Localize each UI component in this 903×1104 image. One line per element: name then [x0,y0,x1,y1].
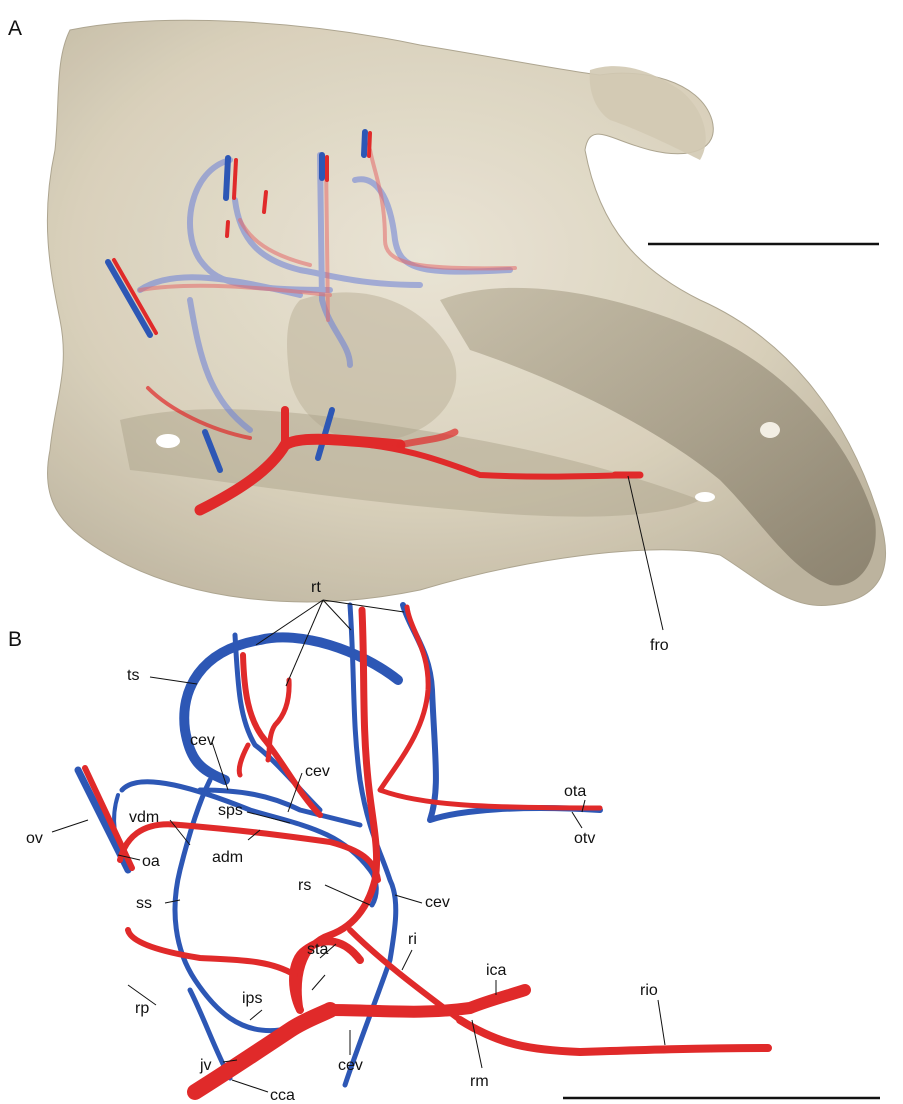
label-jv: jv [199,1057,212,1074]
label-vdm: vdm [129,809,159,826]
label-ov: ov [26,830,43,847]
label-cev-1: cev [190,732,215,749]
label-rp: rp [135,1000,149,1017]
label-sps: sps [218,802,243,819]
label-cev-3: cev [425,894,450,911]
label-ss: ss [136,895,152,912]
panel-letter-a: A [8,17,22,40]
foramen-1 [156,434,180,448]
artery-ota [380,607,600,808]
label-rt: rt [311,579,321,596]
label-adm: adm [212,849,243,866]
label-cev-4: cev [338,1057,363,1074]
label-cev-2: cev [305,763,330,780]
artery-rt-a [268,680,289,760]
label-ri: ri [408,931,417,948]
label-oa: oa [142,853,160,870]
label-rio: rio [640,982,658,999]
foramen-2 [695,492,715,502]
artery-rio [460,1020,768,1052]
label-ts: ts [127,667,139,684]
label-ica: ica [486,962,507,979]
skull-render [47,20,885,605]
foramen-3 [760,422,780,438]
vessels-b [78,605,768,1092]
panel-letter-b: B [8,628,22,651]
label-rm: rm [470,1073,489,1090]
label-otv: otv [574,830,595,847]
label-fro: fro [650,637,669,654]
artery-rt-b [239,745,248,775]
label-sta: sta [307,941,328,958]
label-cca: cca [270,1087,295,1104]
artery-cev-branch [243,655,320,815]
artery-rp [128,930,295,975]
label-ota: ota [564,783,586,800]
label-rs: rs [298,877,311,894]
label-ips: ips [242,990,262,1007]
